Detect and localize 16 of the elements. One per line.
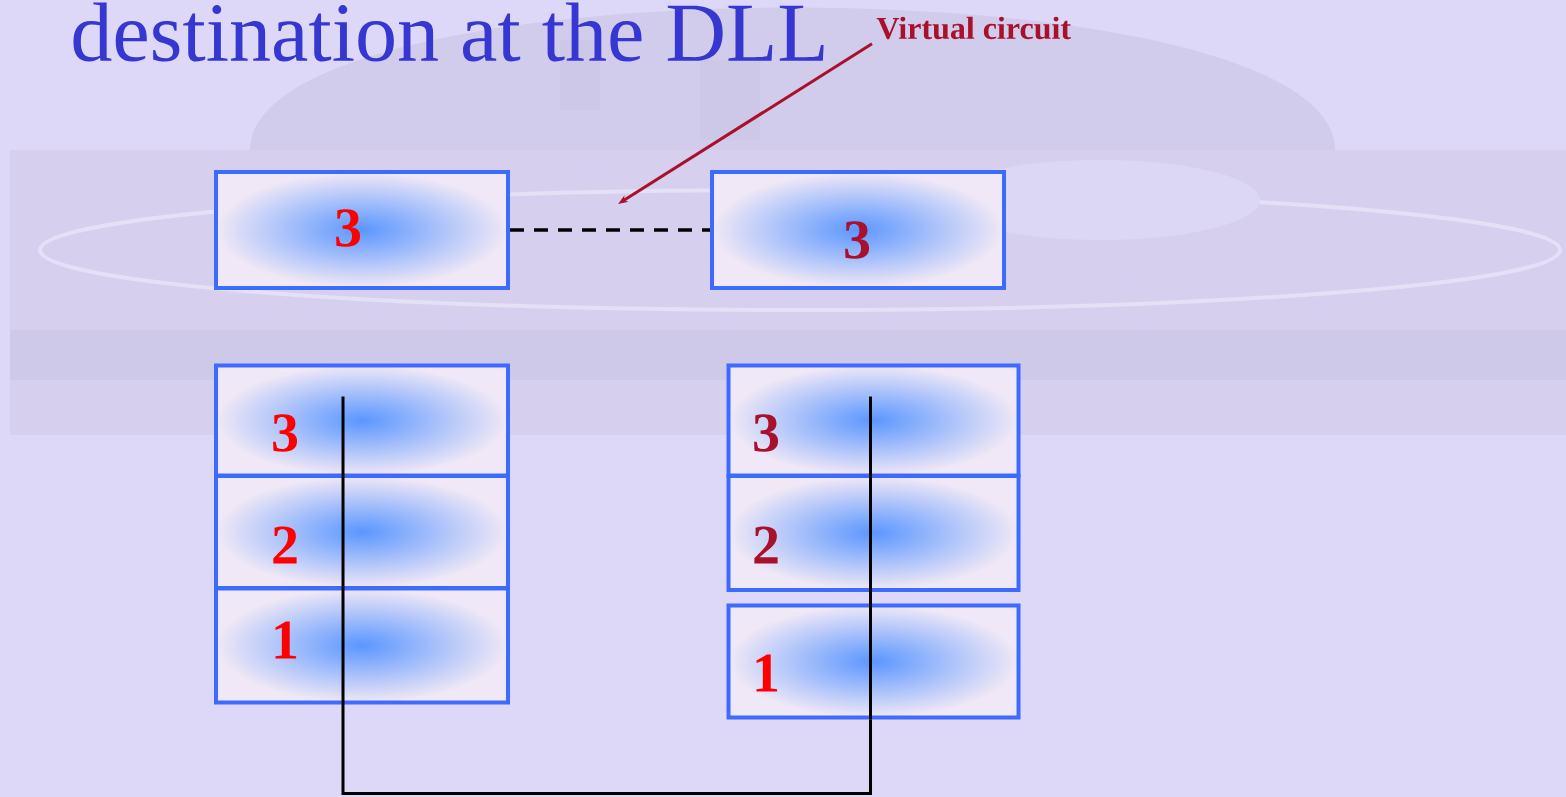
layer-box: 3 <box>214 363 510 478</box>
title: destination at the DLL <box>73 2 824 62</box>
layer-box: 1 <box>726 603 1021 720</box>
connector-line <box>869 396 872 592</box>
callout-label: Virtual circuit <box>876 16 1071 40</box>
connector-line <box>869 592 872 720</box>
layer-box: 1 <box>214 586 510 705</box>
layer-box: 3 <box>726 363 1021 478</box>
connector-line <box>341 474 345 587</box>
connector-line <box>341 396 345 474</box>
layer-box: 3 <box>214 170 510 290</box>
layer-box: 2 <box>214 474 510 590</box>
dashed-line <box>510 228 710 232</box>
layer-box: 3 <box>710 170 1006 290</box>
connector-line <box>341 586 872 795</box>
layer-box: 2 <box>726 474 1021 592</box>
